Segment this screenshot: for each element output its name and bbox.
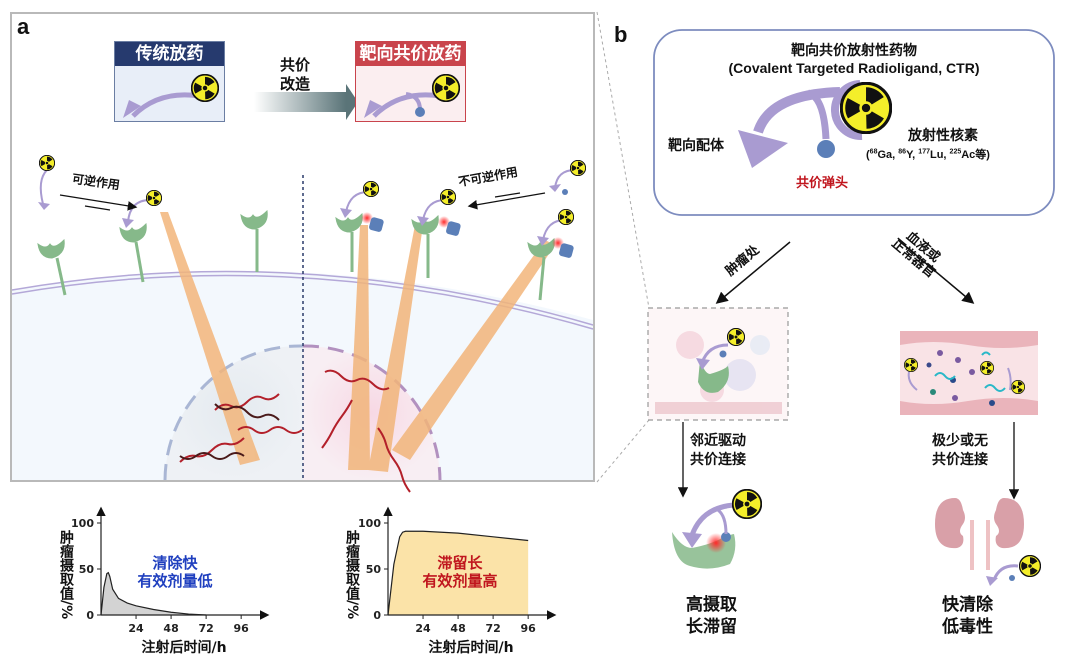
y-axis-label: 肿瘤摄取值/% (58, 530, 74, 619)
radioactive-icon (1019, 555, 1041, 577)
covalent-warhead-label: 共价弹头 (796, 176, 849, 191)
chart-annotation: 有效剂量低 (137, 572, 212, 590)
targeting-ligand-label: 靶向配体 (668, 138, 724, 154)
x-axis-label: 注射后时间/h (141, 639, 226, 656)
x-tick-label: 72 (485, 622, 500, 635)
conventional-radiopharmaceutical-box: 传统放药 (114, 41, 225, 122)
ctr-title-cn: 靶向共价放射性药物 (791, 43, 917, 59)
dna-strands (179, 369, 411, 493)
x-tick-label: 48 (450, 622, 465, 635)
radioactive-icon (39, 155, 55, 171)
chart-annotation: 滞留长 (437, 554, 483, 572)
minimal-covalent-label: 极少或无 共价连接 (932, 433, 988, 468)
conventional-box-title: 传统放药 (115, 42, 224, 66)
y-tick-label: 0 (373, 609, 381, 622)
proximity-covalent-label: 邻近驱动 共价连接 (690, 433, 746, 468)
x-tick-label: 48 (163, 622, 178, 635)
x-tick-label: 24 (415, 622, 431, 635)
covalent-warhead-shape (817, 140, 835, 158)
x-tick-label: 96 (521, 622, 537, 635)
covalent-box-title: 靶向共价放药 (356, 42, 465, 66)
covalent-radiopharmaceutical-box: 靶向共价放药 (355, 41, 466, 122)
radioactive-icon (191, 74, 219, 102)
radioactive-icon (570, 160, 586, 176)
receptors-left (37, 209, 268, 296)
area-fill (388, 531, 529, 615)
radiation-beams (160, 212, 555, 472)
radionuclide-examples: (68Ga, 86Y, 177Lu, 225Ac等) (866, 148, 990, 161)
ctr-title-en: (Covalent Targeted Radioligand, CTR) (728, 60, 980, 76)
radioactive-icon (146, 190, 162, 206)
x-tick-label: 72 (198, 622, 213, 635)
irreversible-equilibrium-arrows (467, 192, 546, 210)
y-axis-label: 肿瘤摄取值/% (344, 530, 360, 619)
radioactive-icon (440, 189, 456, 205)
panel-b-letter: b (614, 22, 628, 47)
y-tick-label: 50 (366, 563, 382, 576)
tumor-site-arrow (715, 241, 791, 304)
radioactive-icon (558, 209, 574, 225)
radionuclide-label: 放射性核素 (908, 128, 978, 144)
radioactive-icon (732, 489, 762, 519)
area-fill (101, 572, 207, 615)
y-tick-label: 50 (79, 563, 95, 576)
normal-outcome-label: 快清除 低毒性 (942, 595, 993, 637)
tumor-inset (647, 307, 789, 421)
bound-warheads (361, 212, 574, 258)
x-tick-label: 96 (234, 622, 250, 635)
chart-annotation: 清除快 (152, 554, 198, 572)
radioactive-icon (363, 181, 379, 197)
y-tick-label: 100 (358, 517, 381, 530)
blood-organ-arrow (897, 239, 975, 304)
x-axis-label: 注射后时间/h (428, 639, 513, 656)
targeting-ligand-shape (753, 87, 841, 134)
x-tick-label: 24 (128, 622, 144, 635)
reversible-equilibrium-arrows (59, 194, 138, 211)
y-tick-label: 0 (86, 609, 94, 622)
chart-annotation: 有效剂量高 (422, 572, 497, 590)
covalent-modification-label: 共价 改造 (280, 56, 311, 93)
modification-arrow (254, 92, 346, 112)
radioactive-icon (432, 74, 460, 102)
y-tick-label: 100 (71, 517, 94, 530)
panel-a-letter: a (17, 14, 30, 39)
kidneys-icon (935, 498, 1024, 549)
tumor-outcome-label: 高摄取 长滞留 (686, 595, 737, 637)
